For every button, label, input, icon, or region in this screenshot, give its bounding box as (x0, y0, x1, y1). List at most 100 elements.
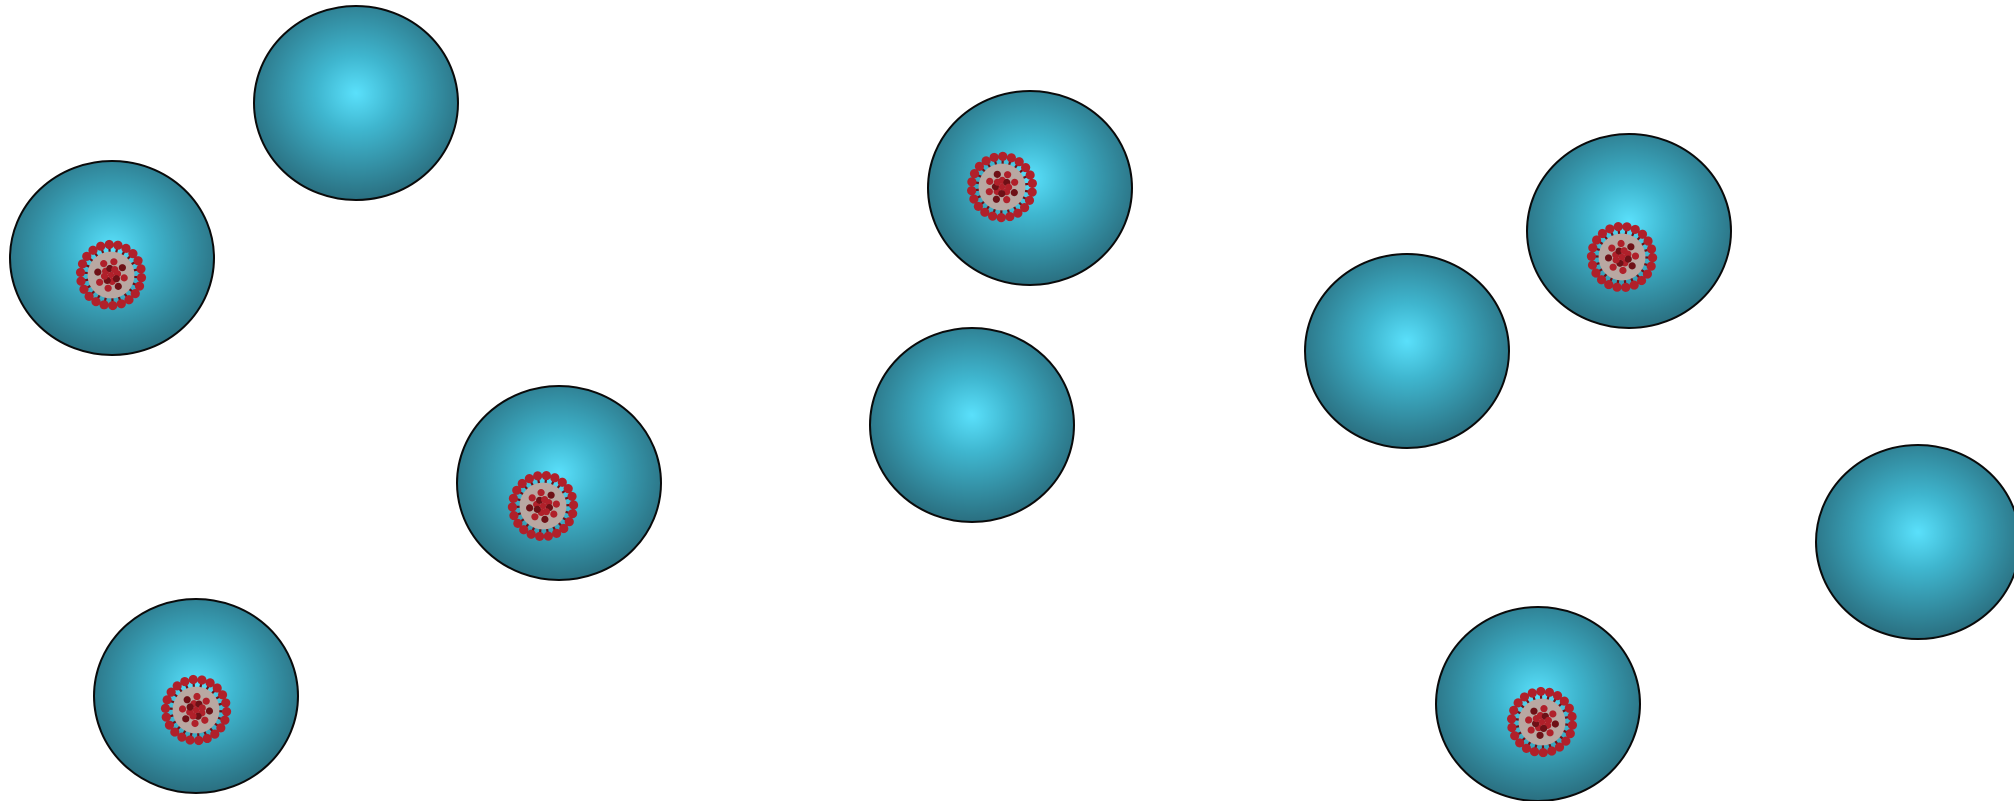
virus-spike (221, 698, 231, 708)
virus-spike (507, 502, 518, 512)
virus-surface-protein (186, 703, 194, 711)
virus-spike (1588, 243, 1598, 253)
virus-surface-protein (1010, 189, 1018, 197)
virus-spike (1567, 720, 1578, 730)
virus-surface-protein (201, 716, 209, 724)
virus-spike (1005, 211, 1015, 222)
virus-surface-protein (547, 491, 555, 499)
virus-surface-protein (1618, 253, 1626, 261)
virus-surface-protein (205, 707, 214, 715)
virus-spike (217, 690, 228, 700)
cell-icon (1304, 253, 1510, 449)
virus-spike (188, 674, 198, 685)
virus-spike (980, 207, 990, 217)
infected-cell (9, 160, 215, 356)
virus-spike (210, 729, 220, 739)
virus-surface-protein (1608, 244, 1616, 252)
virus-spike (1519, 692, 1530, 702)
virus-spike (91, 297, 101, 307)
virus-spike (136, 272, 147, 283)
virus-spike (564, 517, 574, 527)
virus-surface-protein (1631, 252, 1640, 260)
virus-spike (1629, 280, 1639, 290)
cell-icon (1815, 444, 2014, 640)
coronavirus-icon (1506, 686, 1578, 758)
healthy-cell (869, 327, 1075, 523)
virus-surface-protein (1538, 718, 1546, 726)
virus-surface-protein (985, 188, 993, 196)
virus-spike (136, 264, 146, 274)
virus-spike (116, 299, 126, 309)
virus-spike (513, 518, 523, 528)
virus-spike (164, 720, 175, 730)
virus-surface-protein (110, 258, 118, 266)
virus-surface-protein (1617, 239, 1625, 248)
virus-spike (1527, 688, 1537, 698)
cell-icon (869, 327, 1075, 523)
virus-spike (180, 676, 190, 687)
virus-spike (160, 703, 171, 714)
virus-spike (1637, 229, 1648, 239)
virus-spike (1622, 222, 1632, 232)
virus-surface-protein (998, 183, 1006, 191)
virus-spike (1642, 269, 1653, 279)
virus-spike (1021, 162, 1031, 173)
virus-spike (130, 289, 140, 299)
virus-spike (1604, 279, 1614, 290)
virus-spike (220, 715, 230, 725)
virus-spike (202, 733, 212, 744)
virus-spike (541, 470, 551, 481)
virus-spike (1521, 743, 1532, 753)
virus-spike (1621, 282, 1631, 292)
virus-spike (1591, 235, 1602, 245)
virus-spike (1586, 251, 1597, 262)
virus-spike (998, 151, 1008, 162)
virus-spike (194, 735, 204, 746)
virus-surface-protein (1551, 720, 1559, 728)
virus-spike (973, 201, 983, 212)
virus-surface-protein (1530, 707, 1538, 715)
virus-spike (82, 251, 92, 261)
virus-surface-protein (114, 282, 122, 290)
virus-spike (1025, 170, 1035, 180)
virus-spike (509, 510, 519, 521)
virus-spike (1027, 187, 1037, 197)
virus-surface-protein (552, 500, 560, 508)
virus-spike (1613, 222, 1623, 232)
virus-spike (113, 240, 123, 250)
virus-surface-protein (1003, 196, 1011, 204)
virus-spike (185, 735, 195, 745)
virus-surface-protein (1624, 255, 1632, 263)
virus-spike (512, 485, 522, 495)
virus-spike (1559, 696, 1569, 706)
virus-surface-protein (104, 284, 112, 292)
coronavirus-icon (160, 674, 232, 746)
virus-surface-protein (539, 502, 547, 510)
healthy-cell (1304, 253, 1510, 449)
infected-cell (1435, 606, 1641, 801)
infected-cell (927, 90, 1133, 286)
virus-spike (216, 723, 226, 733)
virus-spike (1612, 282, 1622, 292)
virus-spike (1597, 228, 1608, 239)
virus-surface-protein (118, 264, 126, 272)
virus-surface-protein (537, 489, 545, 497)
virus-spike (1564, 703, 1574, 713)
cells-layer (9, 5, 2014, 801)
virus-surface-protein (100, 260, 108, 268)
virus-spike (969, 168, 980, 179)
virus-surface-protein (1627, 243, 1635, 251)
virus-spike (1643, 236, 1653, 246)
virus-spike (967, 185, 977, 196)
virus-surface-protein (193, 692, 201, 701)
virus-surface-protein (1549, 710, 1557, 718)
virus-surface-protein (1011, 178, 1019, 186)
virus-spike (550, 473, 560, 483)
virus-surface-protein (107, 271, 115, 279)
virus-spike (543, 531, 553, 541)
virus-spike (1509, 705, 1519, 715)
virus-surface-protein (986, 177, 994, 185)
virus-spike (212, 683, 222, 693)
virus-spike (1538, 747, 1548, 758)
virus-surface-protein (1004, 171, 1012, 179)
